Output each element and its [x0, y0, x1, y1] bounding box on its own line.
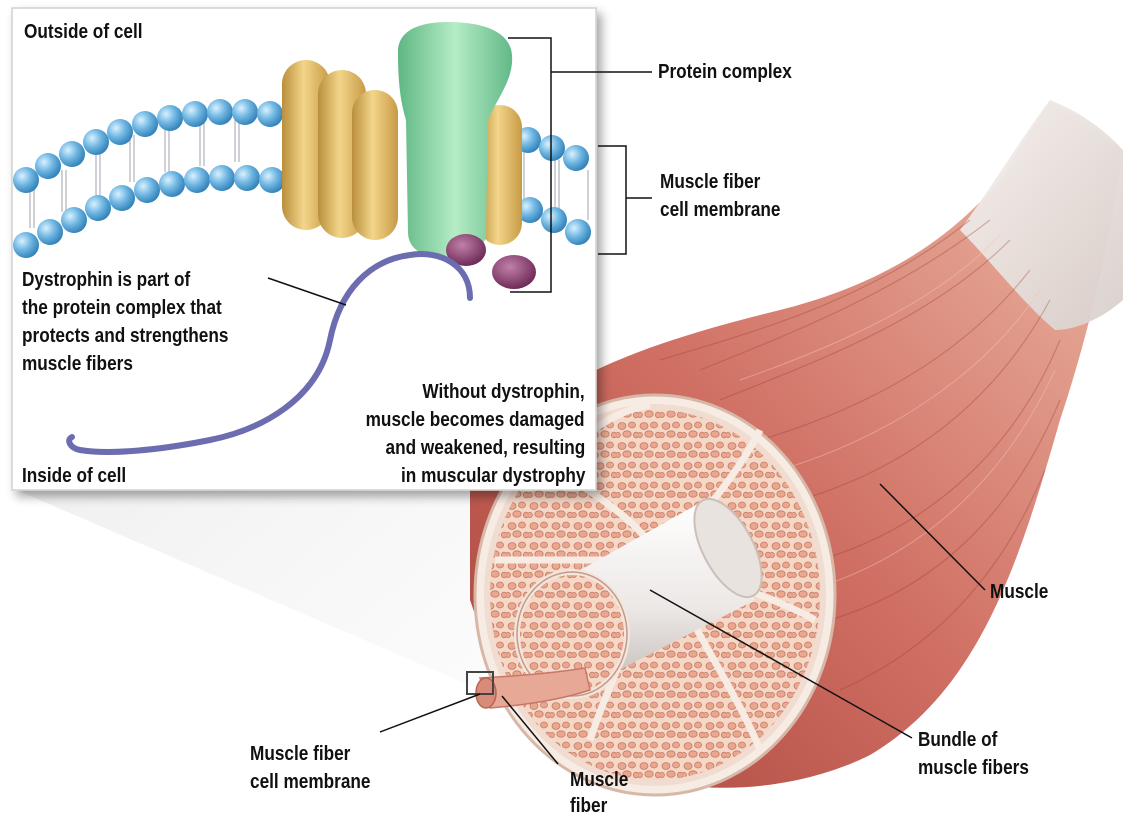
inside-cell-label: Inside of cell	[22, 464, 126, 488]
fiber-label-line2: fiber	[570, 794, 607, 818]
dystrophin-label-line4: muscle fibers	[22, 352, 133, 376]
protein-complex-label: Protein complex	[658, 60, 792, 84]
dystrophin-label-rest: is part of	[113, 269, 190, 291]
dystrophin-term: Dystrophin	[22, 269, 113, 291]
membrane-top-label-line2: cell membrane	[660, 198, 780, 222]
without-dystrophin-line2: muscle becomes damaged	[366, 408, 585, 432]
membrane-bottom-label-line2: cell membrane	[250, 770, 370, 794]
outside-cell-label: Outside of cell	[24, 20, 143, 44]
bundle-label-line2: muscle fibers	[918, 756, 1029, 780]
membrane-top-label-line1: Muscle fiber	[660, 170, 760, 194]
membrane-bottom-label-line1: Muscle fiber	[250, 742, 350, 766]
membrane-bracket	[598, 146, 626, 254]
membrane-bottom-leader	[380, 694, 480, 732]
fiber-label-line1: Muscle	[570, 768, 628, 792]
bundle-label-line1: Bundle of	[918, 728, 997, 752]
without-dystrophin-line4: in muscular dystrophy	[401, 464, 585, 488]
dystrophin-label-line2: the protein complex that	[22, 296, 222, 320]
muscle-label: Muscle	[990, 580, 1048, 604]
dystrophin-label-line1: Dystrophin is part of	[22, 268, 190, 292]
dystrophin-label-line3: protects and strengthens	[22, 324, 228, 348]
without-dystrophin-line1: Without dystrophin,	[423, 380, 585, 404]
without-dystrophin-line3: and weakened, resulting	[385, 436, 585, 460]
